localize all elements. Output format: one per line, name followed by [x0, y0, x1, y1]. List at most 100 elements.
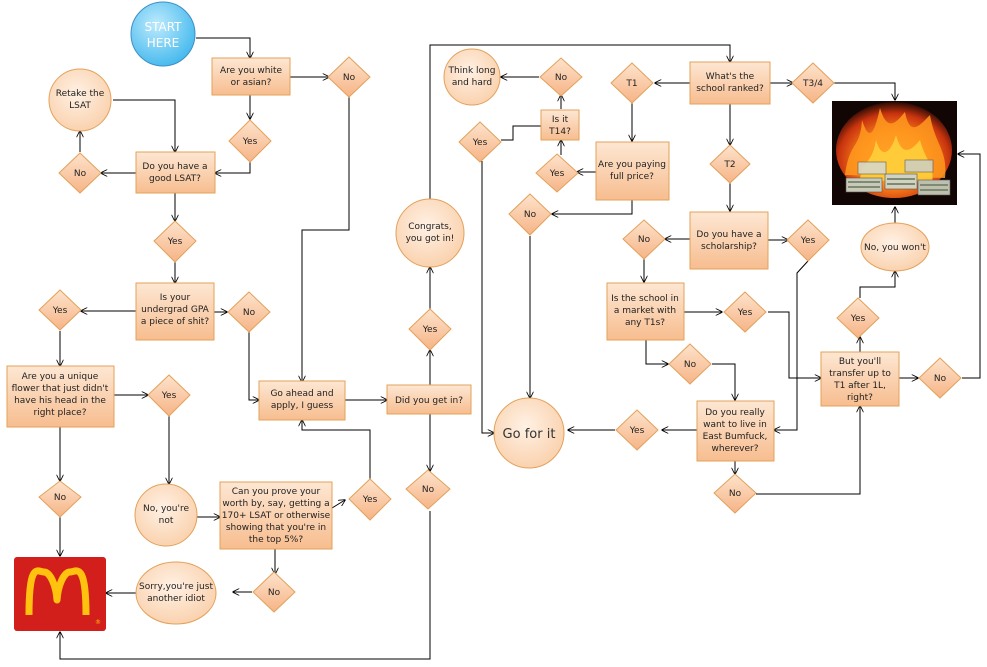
node-label: Go ahead and — [270, 389, 333, 399]
decision-label: Yes — [629, 426, 645, 436]
decision-label: T3/4 — [802, 79, 823, 89]
node-label: not — [159, 516, 174, 526]
node-label: No, you won't — [864, 243, 926, 253]
decision-label: No — [74, 169, 87, 179]
decision-label: No — [729, 489, 742, 499]
decision-no-in: No — [405, 469, 451, 510]
node-label: Can you prove your — [232, 487, 321, 497]
node-label: or asian? — [231, 78, 272, 88]
decision-label: Yes — [242, 137, 258, 147]
go-for-it-node: Go for it — [493, 397, 565, 469]
node-label: apply, I guess — [271, 401, 334, 411]
decision-label: No — [555, 73, 568, 83]
did-you-get-in-node: Did you get in? — [386, 384, 472, 415]
go-ahead-apply-node: Go ahead and apply, I guess — [258, 380, 346, 421]
decision-label: No — [54, 493, 67, 503]
node-label: wherever? — [712, 444, 759, 454]
decision-label: T1 — [625, 79, 637, 89]
cash-stack-icon — [845, 159, 951, 196]
node-label: Retake the — [56, 89, 105, 99]
decision-no-t14: No — [539, 57, 583, 97]
mcdonalds-logo: ® — [14, 557, 106, 631]
node-label: the top 5%? — [249, 535, 304, 545]
node-label: No, you're — [143, 504, 189, 514]
node-label: Do you have a — [696, 230, 761, 240]
white-asian-node: Are you white or asian? — [211, 57, 291, 96]
decision-label: No — [422, 485, 435, 495]
node-label: want to live in — [703, 420, 767, 430]
no-you-wont-node: No, you won't — [860, 222, 930, 272]
decision-label: Yes — [167, 237, 183, 247]
node-label: Congrats, — [408, 222, 452, 232]
decision-yes-transfer: Yes — [836, 297, 880, 339]
decision-yes-prove: Yes — [348, 478, 392, 521]
node-label: T1 after 1L, — [833, 381, 886, 391]
node-label: But you'll — [839, 357, 881, 367]
node-label: any T1s? — [625, 318, 665, 328]
node-label: transfer up to — [829, 369, 891, 379]
decision-no-bumfuck: No — [713, 473, 757, 514]
start-label: START — [144, 20, 182, 34]
node-label: and hard — [452, 78, 492, 88]
market-t1-node: Is the school in a market with any T1s? — [606, 282, 685, 341]
scholarship-node: Do you have a scholarship? — [689, 211, 769, 270]
decision-label: Yes — [52, 306, 68, 316]
decision-no-unique: No — [38, 480, 82, 518]
decision-label: Yes — [161, 391, 177, 401]
decision-label: Yes — [362, 495, 378, 505]
decision-label: No — [243, 308, 256, 318]
node-label: a market with — [614, 306, 676, 316]
decision-no-market: No — [668, 343, 712, 385]
node-label: right place? — [34, 408, 87, 418]
decision-t2: T2 — [709, 144, 751, 184]
full-price-node: Are you paying full price? — [595, 141, 670, 201]
decision-yes-t14: Yes — [535, 153, 579, 193]
node-label: a piece of shit? — [141, 317, 209, 327]
decision-yes-lsat: Yes — [153, 220, 197, 263]
node-label: Do you have a — [142, 162, 207, 172]
is-t14-node: Is it T14? — [540, 109, 580, 141]
decision-label: Yes — [472, 138, 488, 148]
node-label: scholarship? — [701, 242, 757, 252]
node-label: Is it — [552, 115, 569, 125]
retake-lsat-node: Retake the LSAT — [48, 68, 112, 132]
decision-label: No — [524, 210, 537, 220]
good-lsat-node: Do you have a good LSAT? — [135, 151, 216, 194]
connectors — [60, 37, 981, 660]
node-label: have his head in the — [14, 396, 106, 406]
burning-money-image — [832, 101, 957, 205]
node-label: you got in! — [406, 234, 455, 244]
no-youre-not-node: No, you're not — [134, 483, 198, 547]
decision-no-scholarship: No — [622, 219, 666, 260]
decision-no-transfer: No — [918, 357, 962, 399]
decision-yes-white: Yes — [228, 119, 272, 163]
decision-label: No — [638, 235, 651, 245]
node-label: Are you a unique — [22, 372, 99, 382]
decision-yes-left: Yes — [458, 121, 502, 163]
decision-label: Yes — [737, 308, 753, 318]
school-ranked-node: What's the school ranked? — [689, 61, 771, 105]
decision-yes-bumfuck: Yes — [615, 409, 659, 451]
decision-yes-market: Yes — [723, 291, 767, 333]
node-label: good LSAT? — [149, 174, 201, 184]
decision-label: Yes — [549, 169, 565, 179]
transfer-node: But you'll transfer up to T1 after 1L, r… — [820, 351, 900, 407]
node-label: East Bumfuck, — [703, 432, 768, 442]
decision-label: No — [684, 360, 697, 370]
decision-label: No — [268, 588, 281, 598]
node-label: Are you white — [220, 66, 283, 76]
node-label: 170+ LSAT or otherwise — [222, 511, 331, 521]
unique-flower-node: Are you a unique flower that just didn't… — [6, 365, 115, 428]
decision-no-full: No — [508, 193, 552, 236]
node-label: full price? — [610, 172, 654, 182]
node-label: Sorry,you're just — [139, 582, 213, 592]
start-label: HERE — [147, 36, 180, 50]
node-label: T14? — [548, 127, 571, 137]
registered-mark: ® — [95, 619, 101, 626]
golden-arches-icon — [25, 567, 90, 616]
gpa-node: Is your undergrad GPA a piece of shit? — [135, 282, 215, 341]
east-bumfuck-node: Do you really want to live in East Bumfu… — [696, 400, 775, 462]
decision-label: No — [934, 374, 947, 384]
decision-yes-in: Yes — [408, 308, 452, 351]
node-label: flower that just didn't — [12, 384, 109, 394]
